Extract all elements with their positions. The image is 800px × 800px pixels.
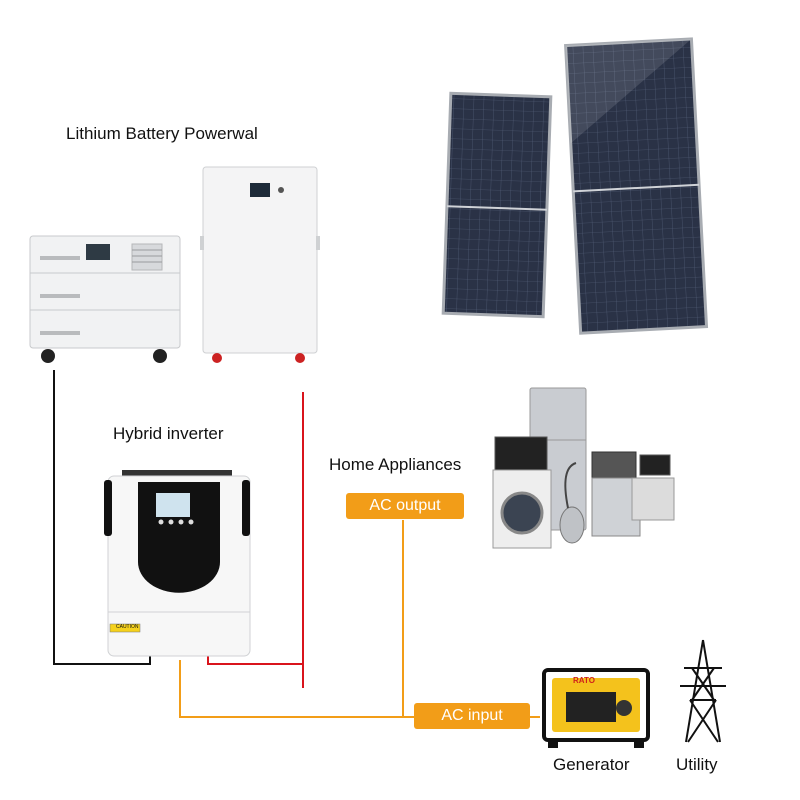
inverter-label: Hybrid inverter	[113, 424, 224, 443]
solar-panel-right-icon	[564, 37, 709, 335]
hybrid-inverter-icon	[104, 470, 251, 657]
solar-panel-left-icon	[441, 91, 553, 319]
utility-label: Utility	[676, 755, 718, 774]
utility-pylon-icon	[680, 639, 726, 743]
generator-label: Generator	[553, 755, 630, 774]
caution-sticker-text: CAUTION	[116, 624, 139, 630]
ac-input-tag: AC input	[414, 703, 530, 729]
dc-negative-wire	[53, 370, 151, 665]
appliances-label: Home Appliances	[329, 455, 462, 474]
generator-brand-text: RATO	[573, 676, 595, 685]
stacked-battery-icon	[29, 235, 181, 363]
wall-battery-icon	[200, 166, 320, 363]
ac-output-tag: AC output	[346, 493, 464, 519]
home-appliances-icon	[492, 387, 675, 549]
battery-label: Lithium Battery Powerwal	[66, 124, 258, 143]
generator-icon	[542, 668, 650, 748]
